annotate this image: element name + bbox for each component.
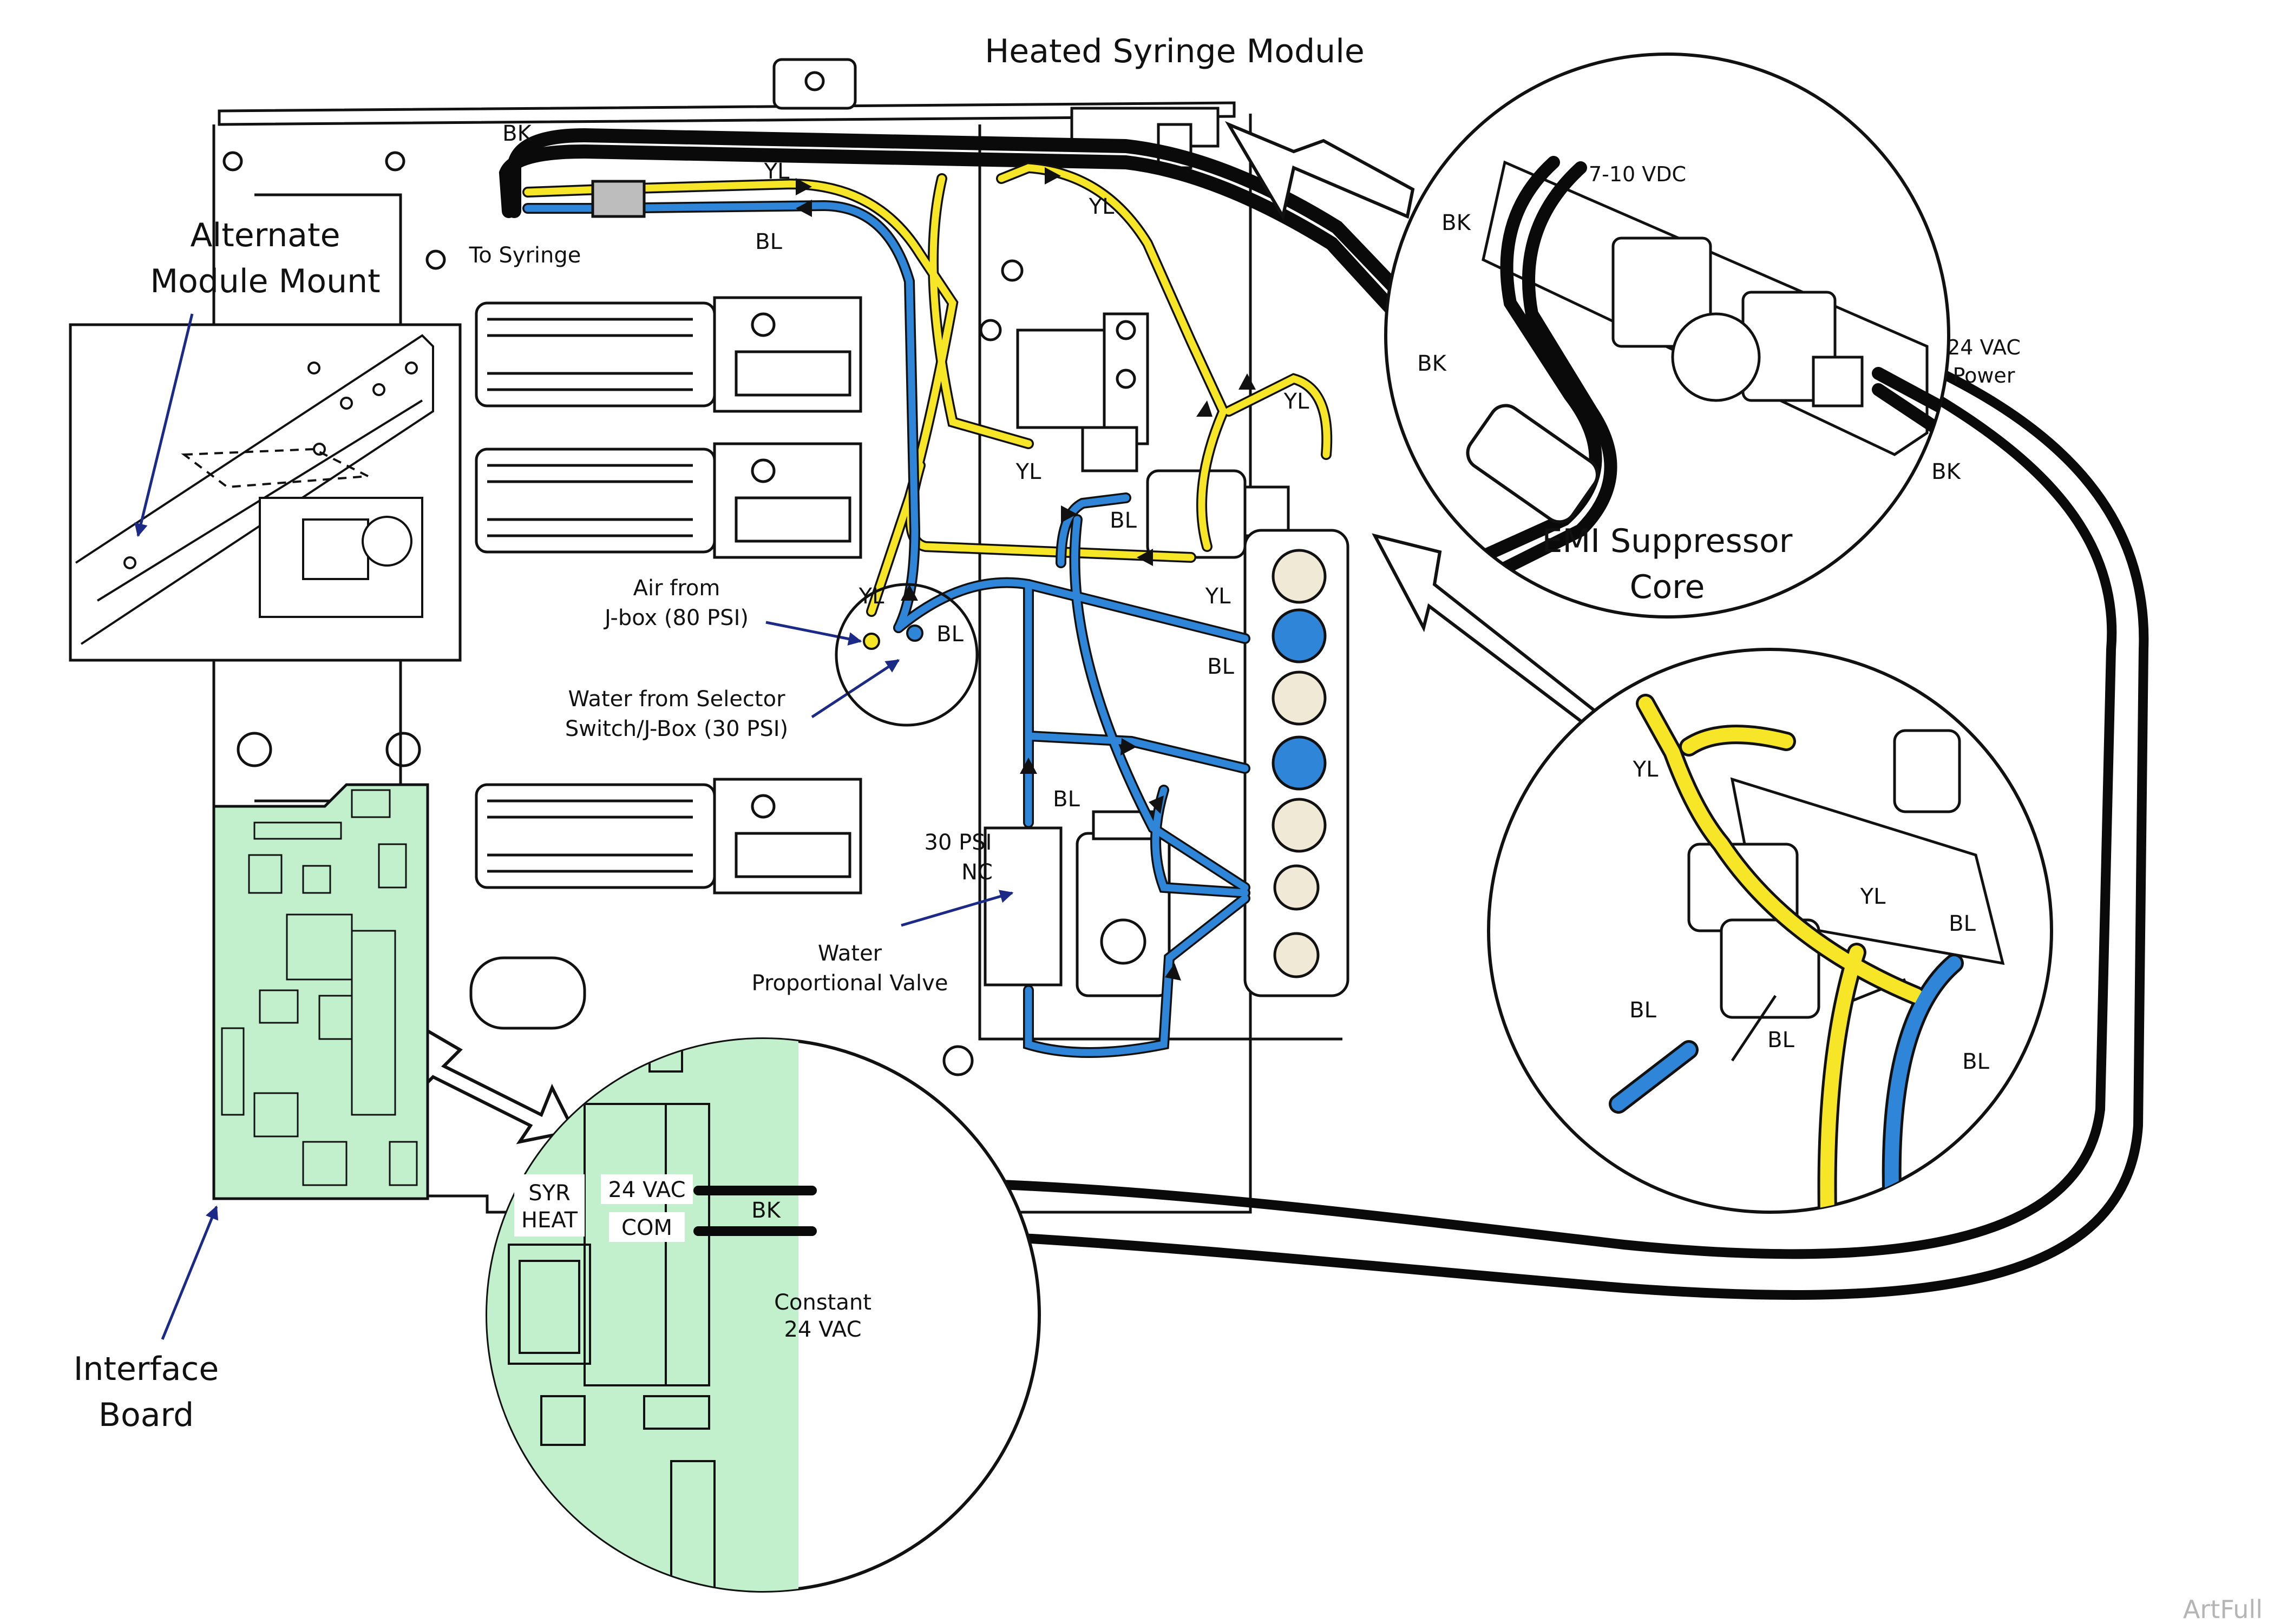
yl-label: YL bbox=[859, 584, 884, 609]
syr-heat-label: SYR bbox=[528, 1181, 571, 1206]
valve-detail-lens bbox=[1487, 648, 2053, 1214]
diagram-title: Heated Syringe Module bbox=[985, 32, 1365, 70]
constant-label-2: 24 VAC bbox=[784, 1317, 861, 1342]
watermark: ArtFull bbox=[2183, 1595, 2263, 1624]
control-button-block bbox=[1243, 529, 1349, 997]
solenoid-valve-3 bbox=[475, 778, 862, 895]
flow-arrows bbox=[796, 167, 1256, 981]
bl-label: BL bbox=[1962, 1049, 1989, 1074]
bl-label: BL bbox=[1629, 998, 1656, 1023]
button-blue-1 bbox=[1272, 608, 1327, 663]
callout-arrows bbox=[392, 121, 1659, 1145]
yl-label: YL bbox=[1089, 194, 1115, 219]
toggle-1 bbox=[1273, 864, 1320, 911]
alternate-mount-inset bbox=[69, 323, 462, 662]
bk-label: BK bbox=[1931, 459, 1961, 484]
black-wire-power bbox=[693, 347, 2149, 1300]
interface-board bbox=[212, 783, 429, 1200]
interface-board-label-2: Board bbox=[99, 1396, 194, 1434]
vdc-label: 7-10 VDC bbox=[1589, 162, 1686, 186]
bl-label: BL bbox=[1767, 1028, 1794, 1053]
bl-label: BL bbox=[936, 622, 964, 647]
bl-label: BL bbox=[1949, 911, 1976, 936]
alternate-mount-label: Alternate bbox=[190, 216, 340, 254]
water-from-label: Water from Selector bbox=[568, 687, 785, 712]
bl-label: BL bbox=[755, 229, 782, 254]
solenoid-valve-1 bbox=[475, 296, 862, 413]
button-blue-2 bbox=[1272, 735, 1327, 791]
bk-label: BK bbox=[751, 1198, 781, 1223]
regulator bbox=[1146, 469, 1290, 559]
pin-24vac-box bbox=[601, 1174, 693, 1204]
air-valve-block bbox=[1016, 312, 1149, 472]
air-from-label: Air from bbox=[633, 576, 720, 601]
inline-filter bbox=[591, 180, 646, 218]
to-syringe-label: To Syringe bbox=[469, 243, 581, 268]
button-cream-3 bbox=[1272, 798, 1327, 853]
air-water-inlet bbox=[835, 583, 979, 727]
vac-power-label-2: Power bbox=[1953, 364, 2015, 387]
pointer-lines bbox=[134, 313, 1014, 1340]
syr-heat-label-2: HEAT bbox=[521, 1208, 578, 1233]
emi-suppressor-lens bbox=[1384, 52, 1950, 619]
bl-label: BL bbox=[1207, 654, 1234, 679]
water-proportional-valve bbox=[984, 810, 1171, 997]
emi-core-label-2: Core bbox=[1630, 568, 1705, 606]
constant-label: Constant bbox=[774, 1290, 871, 1315]
yl-label: YL bbox=[1633, 757, 1659, 782]
pin-com-box bbox=[609, 1212, 685, 1242]
psi-label: 30 PSI bbox=[925, 830, 992, 855]
bl-label: BL bbox=[1110, 508, 1137, 533]
syr-heat-box bbox=[514, 1174, 585, 1237]
water-valve-label-2: Proportional Valve bbox=[752, 971, 948, 996]
bk-label: BK bbox=[502, 121, 532, 146]
emi-core-label: EMI Suppressor bbox=[1542, 522, 1793, 560]
bl-label: BL bbox=[1053, 787, 1080, 812]
yl-label: YL bbox=[1283, 389, 1309, 414]
yl-label: YL bbox=[1015, 459, 1041, 484]
bk-label: BK bbox=[1441, 211, 1471, 235]
bk-label: BK bbox=[1417, 351, 1447, 376]
pin-24vac-label: 24 VAC bbox=[608, 1178, 685, 1202]
water-from-label-2: Switch/J-Box (30 PSI) bbox=[565, 716, 788, 741]
button-cream-1 bbox=[1272, 549, 1327, 604]
toggle-2 bbox=[1273, 932, 1320, 978]
solenoid-valve-2 bbox=[475, 442, 862, 559]
yl-label: YL bbox=[1860, 884, 1886, 909]
nc-label: NC bbox=[961, 860, 993, 885]
vac-power-label: 24 VAC bbox=[1947, 336, 2021, 359]
yl-label: YL bbox=[764, 159, 790, 184]
emi-ferrite-core bbox=[1466, 404, 1599, 524]
black-wire-syringe bbox=[499, 128, 1512, 435]
button-cream-2 bbox=[1272, 670, 1327, 726]
wire-code-labels: BK YL BL YL YL YL BL YL YL BL BL BL BK B… bbox=[502, 121, 1989, 1223]
yl-label: YL bbox=[1205, 584, 1231, 609]
water-valve-label: Water bbox=[818, 941, 882, 966]
interface-board-label: Interface bbox=[74, 1350, 219, 1388]
air-from-label-2: J-box (80 PSI) bbox=[603, 606, 749, 630]
alternate-mount-label-2: Module Mount bbox=[150, 262, 380, 300]
pin-com-label: COM bbox=[621, 1215, 672, 1240]
